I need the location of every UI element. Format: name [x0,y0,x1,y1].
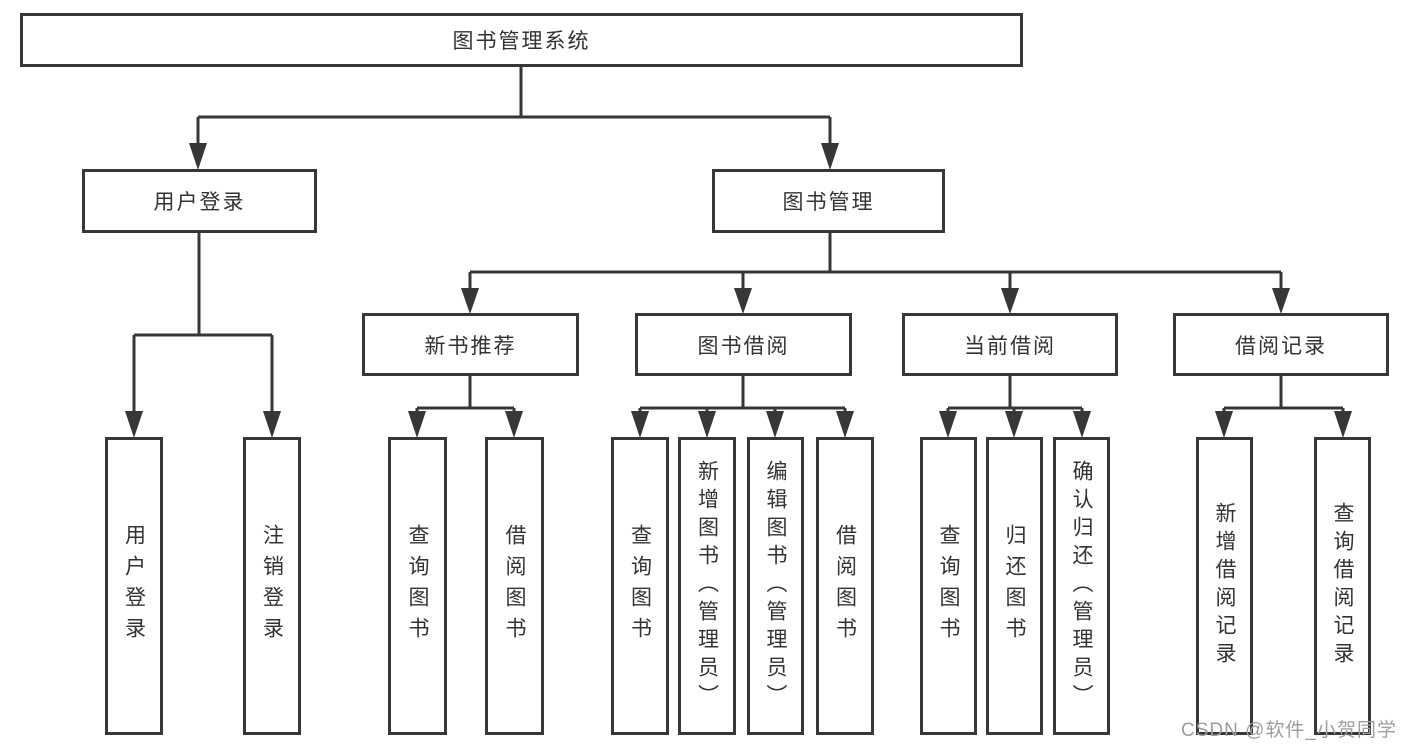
node-label: 用户登录 [153,191,246,214]
node-label: 编辑图书（管理员） [764,460,787,712]
leaf-borrow-books-recommend: 借阅图书 [485,437,544,735]
leaf-query-books-borrowing: 查询图书 [611,437,669,735]
node-label: 查询借阅记录 [1331,502,1354,670]
leaf-confirm-return-admin: 确认归还（管理员） [1053,437,1110,735]
node-label: 借阅图书 [503,524,526,648]
leaf-query-books-current: 查询图书 [920,437,977,735]
node-label: 图书管理系统 [452,30,591,53]
node-label: 用户登录 [122,524,146,648]
node-label: 注销登录 [260,524,284,648]
node-label: 新增借阅记录 [1213,502,1236,670]
node-library-management-system: 图书管理系统 [20,13,1023,67]
node-label: 借阅记录 [1235,334,1327,358]
node-label: 查询图书 [406,524,429,648]
node-label: 查询图书 [937,524,960,648]
node-new-book-recommendation: 新书推荐 [362,313,579,376]
node-label: 新增图书（管理员） [695,460,719,712]
node-user-login: 用户登录 [82,169,317,233]
leaf-add-borrow-record: 新增借阅记录 [1196,437,1253,735]
node-label: 图书管理 [782,191,875,214]
node-book-borrowing: 图书借阅 [635,313,852,376]
leaf-return-books: 归还图书 [986,437,1043,735]
leaf-borrow-books-borrowing: 借阅图书 [816,437,874,735]
node-label: 图书借阅 [697,334,790,358]
node-label: 新书推荐 [424,334,517,358]
node-current-borrowing: 当前借阅 [902,313,1118,376]
node-book-management: 图书管理 [712,169,945,233]
node-label: 归还图书 [1003,524,1026,648]
node-label: 借阅图书 [833,524,857,648]
leaf-query-borrow-record: 查询借阅记录 [1314,437,1371,735]
leaf-logout: 注销登录 [243,437,301,735]
csdn-watermark: CSDN @软件_小贺同学 [1181,720,1397,741]
leaf-add-books-admin: 新增图书（管理员） [678,437,736,735]
node-label: 当前借阅 [964,334,1056,358]
leaf-edit-books-admin: 编辑图书（管理员） [747,437,804,735]
node-label: 确认归还（管理员） [1070,460,1093,712]
leaf-query-books-recommend: 查询图书 [388,437,447,735]
leaf-user-login: 用户登录 [105,437,163,735]
node-label: 查询图书 [628,524,652,648]
node-borrowing-records: 借阅记录 [1173,313,1389,376]
